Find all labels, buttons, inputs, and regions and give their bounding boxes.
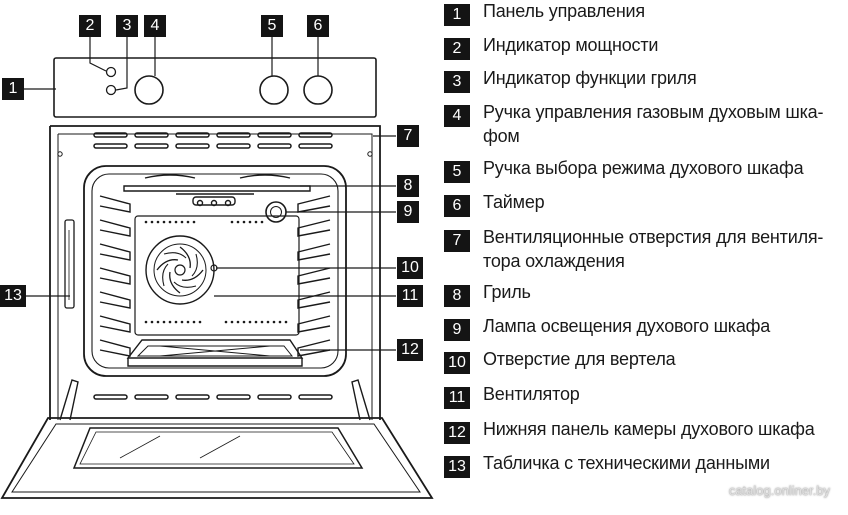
oven-body: [49, 125, 381, 420]
legend-label: Ручка выбора режима духового шкафа: [483, 158, 804, 178]
legend-number: 9: [444, 319, 470, 341]
left-rails: [99, 195, 131, 357]
right-rails: [297, 195, 331, 357]
callout-9: 9: [397, 201, 419, 223]
oven-illustration: [0, 37, 434, 499]
door-glass: [72, 427, 364, 469]
legend-number: 3: [444, 71, 470, 93]
callout-7: 7: [397, 125, 419, 147]
legend-number: 4: [444, 105, 470, 127]
oven-cavity: [83, 165, 347, 377]
legend-label-line-2: тора охлаждения: [483, 251, 625, 271]
oven-diagram: 2 3 4 5 6 1 7 8 9 10 11 12 13: [0, 15, 434, 499]
legend-label: Индикатор мощности: [483, 35, 659, 55]
rating-plate: [64, 219, 75, 309]
legend-label: Панель управления: [483, 1, 645, 21]
control-panel: [53, 57, 377, 118]
legend-number: 1: [444, 4, 470, 26]
oven-door: [0, 417, 434, 499]
callout-4: 4: [144, 15, 166, 37]
top-vents: [93, 132, 333, 149]
legend-label: Гриль: [483, 282, 531, 302]
legend-label: Индикатор функции гриля: [483, 68, 697, 88]
callout-13: 13: [0, 285, 26, 307]
legend: 1 Панель управления 2 Индикатор мощности…: [444, 0, 848, 480]
legend-number: 5: [444, 161, 470, 183]
legend-label: Таймер: [483, 192, 545, 212]
legend-label: Нижняя панель камеры духового шкафа: [483, 419, 815, 439]
legend-number: 13: [444, 456, 470, 478]
callout-2: 2: [79, 15, 101, 37]
oven-inner-frame: [57, 133, 373, 420]
grill-indicator: [105, 84, 117, 96]
legend-number: 8: [444, 285, 470, 307]
grill: [123, 174, 311, 207]
legend-number: 10: [444, 352, 470, 374]
legend-number: 11: [444, 387, 470, 409]
legend-label: Вентилятор: [483, 384, 580, 404]
power-indicator: [105, 66, 117, 78]
callout-3: 3: [116, 15, 138, 37]
oven-function-knob: [259, 75, 289, 105]
legend-label-line-1: Вентиляционные отверстия для вентиля-: [483, 227, 824, 247]
callout-1: 1: [2, 78, 24, 100]
watermark: catalog.onliner.by: [728, 483, 830, 498]
perforations: [144, 220, 288, 324]
legend-number: 2: [444, 38, 470, 60]
left-hinge: [59, 379, 79, 421]
callout-8: 8: [397, 175, 419, 197]
legend-number: 12: [444, 422, 470, 444]
callout-6: 6: [307, 15, 329, 37]
legend-label: Лампа освещения духового шкафа: [483, 316, 771, 336]
legend-label-line-2: фом: [483, 126, 520, 146]
legend-number: 7: [444, 230, 470, 252]
callout-11: 11: [397, 285, 423, 307]
callout-12: 12: [397, 339, 423, 361]
bottom-vents: [93, 394, 333, 400]
gas-oven-knob: [134, 75, 164, 105]
callout-10: 10: [397, 257, 423, 279]
timer-knob: [303, 75, 333, 105]
legend-label-line-1: Ручка управления газовым духовым шка-: [483, 102, 824, 122]
right-hinge: [351, 379, 371, 421]
callout-5: 5: [261, 15, 283, 37]
legend-label: Отверстие для вертела: [483, 349, 676, 369]
fan: [145, 235, 215, 305]
bottom-panel: [126, 339, 304, 367]
oven-lamp: [265, 201, 287, 223]
legend-label: Табличка с техническими данными: [483, 453, 770, 473]
rear-panel: [134, 215, 300, 336]
leader-lines: [24, 37, 396, 351]
legend-number: 6: [444, 195, 470, 217]
